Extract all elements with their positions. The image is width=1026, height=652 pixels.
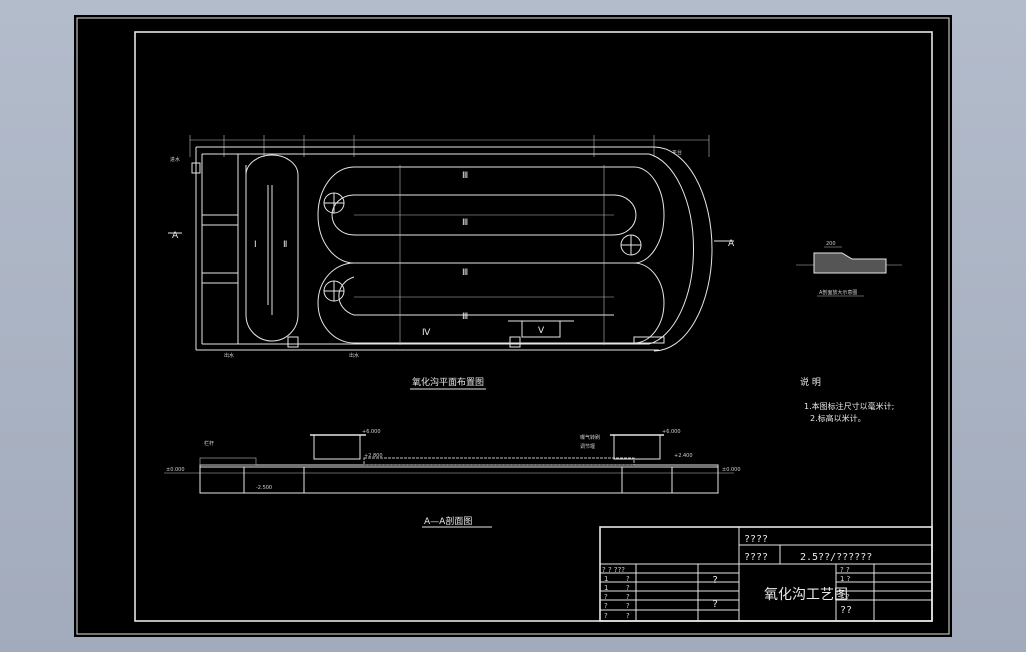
- level-label: -2.500: [256, 485, 272, 491]
- notes: 说 明 1.本图标注尺寸以毫米计; 2.标高以米计。: [800, 376, 894, 423]
- tb-cell: ?: [604, 593, 608, 601]
- plan-view: Ⅲ Ⅲ Ⅲ Ⅲ Ⅳ Ⅴ Ⅰ Ⅱ A A 进水 出水 平台 出水 氧化沟平面布置图: [168, 135, 735, 390]
- tb-mark: ?: [712, 599, 718, 610]
- platform-label: 平台: [672, 149, 682, 156]
- zone-label: Ⅲ: [462, 218, 468, 228]
- tb-cell: 1: [604, 575, 608, 583]
- railing-label: 栏杆: [204, 440, 214, 447]
- inner-border: [134, 31, 933, 622]
- tb-cell: ?: [626, 612, 630, 620]
- tb-cell: ?: [626, 575, 630, 583]
- zone-label: Ⅲ: [462, 312, 468, 322]
- detail-view: 200 A剖面放大示意图: [796, 241, 902, 297]
- notes-heading: 说 明: [800, 376, 821, 388]
- section-note: 调节堰: [580, 443, 595, 450]
- note-item: 2.标高以米计。: [810, 413, 866, 423]
- tb-cell: ? ? ???: [602, 566, 625, 574]
- drawing-name: 氧化沟工艺图: [764, 587, 848, 603]
- title-block: ???? ???? 2.5??/?????? 氧化沟工艺图 ? ? ??? 1 …: [599, 526, 933, 622]
- tb-cell: ?: [626, 593, 630, 601]
- tb-cell: ? ?: [840, 593, 850, 601]
- level-label: ±0.000: [722, 467, 741, 473]
- level-label: ±0.000: [166, 467, 185, 473]
- zone-label: Ⅴ: [538, 326, 545, 336]
- title-block-label: ????: [744, 552, 768, 563]
- title-block-label: ????: [744, 534, 768, 545]
- section-title: A—A剖面图: [424, 515, 472, 527]
- cad-drawing: Ⅲ Ⅲ Ⅲ Ⅲ Ⅳ Ⅴ Ⅰ Ⅱ A A 进水 出水 平台 出水 氧化沟平面布置图…: [76, 17, 950, 635]
- section-mark-left: A: [172, 231, 179, 241]
- level-label: +2.400: [674, 453, 693, 459]
- level-label: +6.000: [662, 429, 681, 435]
- level-label: +2.800: [364, 453, 383, 459]
- zone-label: Ⅱ: [283, 240, 287, 250]
- tb-cell: ?: [626, 584, 630, 592]
- inlet-label: 进水: [170, 156, 180, 163]
- detail-dimension: 200: [826, 241, 836, 247]
- note-item: 1.本图标注尺寸以毫米计;: [804, 401, 894, 411]
- drawing-sheet: Ⅲ Ⅲ Ⅲ Ⅲ Ⅳ Ⅴ Ⅰ Ⅱ A A 进水 出水 平台 出水 氧化沟平面布置图…: [74, 15, 952, 637]
- section-note: 曝气转刷: [580, 434, 600, 441]
- zone-label: Ⅰ: [254, 240, 257, 250]
- section-view: 栏杆 ±0.000 +6.000 +6.000 +2.800 +2.400 -2…: [164, 429, 741, 528]
- section-mark-right: A: [728, 239, 735, 249]
- outlet-label-left: 出水: [224, 352, 234, 359]
- tb-cell: ?: [626, 602, 630, 610]
- zone-label: Ⅳ: [422, 328, 431, 338]
- outlet-label-right: 出水: [349, 352, 359, 359]
- zone-label: Ⅲ: [462, 268, 468, 278]
- plan-title: 氧化沟平面布置图: [412, 376, 484, 388]
- title-block-value: 2.5??/??????: [800, 552, 872, 563]
- detail-caption: A剖面放大示意图: [819, 289, 857, 296]
- outer-border: [76, 17, 950, 635]
- tb-cell: 1 ?: [840, 575, 851, 583]
- zone-label: Ⅲ: [462, 171, 468, 181]
- tb-cell: 1: [604, 584, 608, 592]
- tb-cell: ?: [604, 602, 608, 610]
- tb-mark: ?: [712, 575, 718, 586]
- tb-cell: ? ?: [840, 566, 850, 574]
- tb-cell: ??: [840, 605, 852, 616]
- tb-cell: ?: [604, 612, 608, 620]
- level-label: +6.000: [362, 429, 381, 435]
